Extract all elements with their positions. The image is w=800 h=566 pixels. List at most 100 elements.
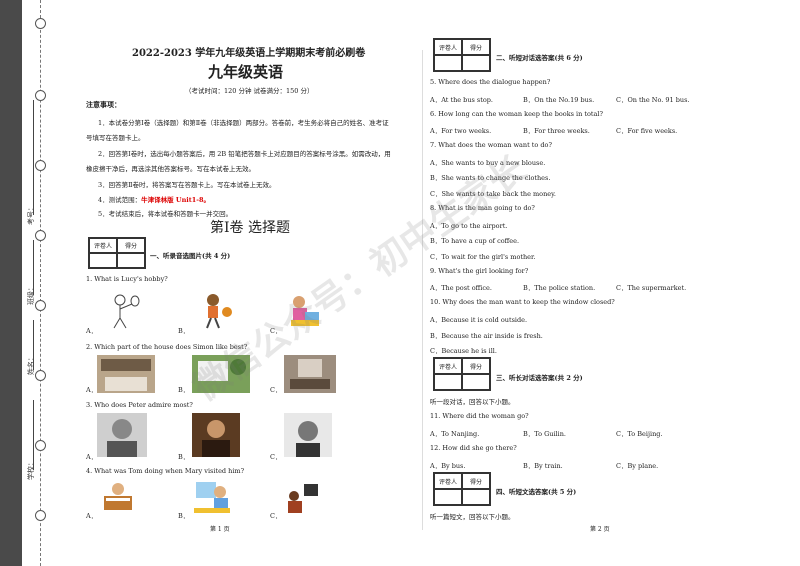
question-text: 7. What does the woman want to do?	[430, 141, 552, 149]
option-b: B．	[178, 512, 190, 520]
part-intro: 听一篇短文，回答以下小题。	[430, 513, 515, 521]
binding-hole	[35, 370, 46, 381]
option-c: C．	[270, 453, 282, 461]
score-label: 得分	[462, 473, 490, 489]
option-c: C．By plane.	[616, 462, 659, 470]
question-text: 6. How long can the woman keep the books…	[430, 110, 603, 118]
option-b: B．	[178, 386, 190, 394]
exam-title: 2022-2023 学年九年级英语上学期期末考前必刷卷	[132, 48, 366, 59]
binding-hole	[35, 90, 46, 101]
note-line: 4．测试范围：牛津译林版 Unit1-8。	[98, 194, 210, 204]
question-text: 12. How did she go there?	[430, 444, 517, 452]
grader-label: 评卷人	[434, 358, 462, 374]
option-b: B．For three weeks.	[523, 127, 590, 135]
option-a: A．	[86, 327, 98, 335]
option-a: A．She wants to buy a new blouse.	[430, 159, 546, 167]
option-a: A．Because it is cold outside.	[430, 316, 528, 324]
class-label: 班级：	[27, 284, 35, 305]
question-text: 1. What is Lucy's hobby?	[86, 275, 168, 283]
note-line: 号填写在答题卡上。	[86, 134, 145, 142]
note-line: 2．回答第Ⅰ卷时，选出每小题答案后，用 2B 铅笔把答题卡上对应题目的答案标号涂…	[98, 150, 391, 158]
section-title: 第Ⅰ卷 选择题	[210, 220, 290, 236]
grader-label: 评卷人	[434, 39, 462, 55]
blank-line	[33, 100, 34, 215]
score-cell	[462, 489, 490, 505]
option-a: A．	[86, 512, 98, 520]
question-text: 5. Where does the dialogue happen?	[430, 78, 551, 86]
option-a: A．For two weeks.	[430, 127, 492, 135]
blank-line	[33, 240, 34, 295]
option-b: B．She wants to change the clothes.	[430, 174, 551, 182]
option-a: A．	[86, 453, 98, 461]
binding-hole	[35, 300, 46, 311]
page-divider	[422, 50, 423, 530]
note-line: 5．考试结束后，将本试卷和答题卡一并交回。	[98, 210, 233, 218]
subject-title: 九年级英语	[208, 63, 284, 81]
kitchen-picture	[97, 355, 155, 393]
option-c: C．	[270, 327, 282, 335]
part-intro: 听一段对话，回答以下小题。	[430, 398, 515, 406]
option-a: A．The post office.	[430, 284, 492, 292]
part-heading: 三、听长对话选答案(共 2 分)	[496, 374, 583, 382]
exam-number-label: 考号：	[27, 204, 35, 225]
option-a: A．To Nanjing.	[430, 430, 480, 438]
name-label: 姓名：	[27, 354, 35, 375]
option-c: C．	[270, 386, 282, 394]
score-box: 评卷人 得分	[433, 357, 491, 391]
option-c: C．Because he is ill.	[430, 347, 497, 355]
grader-cell	[434, 55, 462, 71]
question-text: 8. What is the man going to do?	[430, 204, 535, 212]
option-c: C．The supermarket.	[616, 284, 687, 292]
notes-heading: 注意事项：	[86, 100, 121, 109]
score-box: 评卷人 得分	[433, 38, 491, 72]
living-room-picture	[284, 355, 336, 393]
option-a: A．	[86, 386, 98, 394]
exam-info: （考试时间：120 分钟 试卷满分：150 分）	[185, 87, 314, 95]
grader-cell	[434, 489, 462, 505]
page-1: 2022-2023 学年九年级英语上学期期末考前必刷卷 九年级英语 （考试时间：…	[80, 0, 420, 566]
score-cell	[462, 55, 490, 71]
note-line: 3．回答第Ⅱ卷时，将答案写在答题卡上。写在本试卷上无效。	[98, 181, 276, 189]
watching-tv-picture	[288, 484, 318, 513]
question-text: 2. Which part of the house does Simon li…	[86, 343, 248, 351]
binding-hole	[35, 160, 46, 171]
option-a: A．To go to the airport.	[430, 222, 508, 230]
grader-label: 评卷人	[89, 238, 117, 253]
garden-picture	[192, 355, 250, 393]
option-b: B．On the No.19 bus.	[523, 96, 595, 104]
reading-picture	[291, 296, 319, 326]
option-b: B．	[178, 453, 190, 461]
option-c: C．On the No. 91 bus.	[616, 96, 690, 104]
option-b: B．By train.	[523, 462, 563, 470]
grader-label: 评卷人	[434, 473, 462, 489]
option-c: C．To wait for the girl's mother.	[430, 253, 536, 261]
binding-hole	[35, 510, 46, 521]
option-b: B．Because the air inside is fresh.	[430, 332, 543, 340]
portrait-columbus	[192, 413, 240, 457]
option-c: C．To Beijing.	[616, 430, 663, 438]
school-label: 学校：	[27, 459, 35, 480]
note-line: 橡皮擦干净后，再选涂其他答案标号。写在本试卷上无效。	[86, 165, 255, 173]
binding-hole	[35, 18, 46, 29]
part-heading: 二、听短对话选答案(共 6 分)	[496, 54, 583, 62]
piano-picture	[104, 483, 132, 510]
score-cell	[462, 374, 490, 390]
option-a: A．By bus.	[430, 462, 466, 470]
tennis-picture	[113, 294, 140, 329]
question-text: 11. Where did the woman go?	[430, 412, 529, 420]
note-line: 1．本试卷分第Ⅰ卷（选择题）和第Ⅱ卷（非选择题）两部分。答卷前，考生务必将自己的…	[98, 119, 389, 127]
question-text: 10. Why does the man want to keep the wi…	[430, 298, 615, 306]
blank-line	[33, 400, 34, 470]
option-b: B．To have a cup of coffee.	[430, 237, 520, 245]
option-b: B．	[178, 327, 190, 335]
binding-sidebar	[0, 0, 22, 566]
option-b: B．The police station.	[523, 284, 596, 292]
question-text: 4. What was Tom doing when Mary visited …	[86, 467, 245, 475]
question-text: 3. Who does Peter admire most?	[86, 401, 193, 409]
page-2: 评卷人 得分 二、听短对话选答案(共 6 分) 5. Where does th…	[428, 0, 788, 566]
binding-hole	[35, 230, 46, 241]
option-c: C．	[270, 512, 282, 520]
note-range-prefix: 4．测试范围：	[98, 196, 142, 204]
score-label: 得分	[462, 358, 490, 374]
score-label: 得分	[462, 39, 490, 55]
